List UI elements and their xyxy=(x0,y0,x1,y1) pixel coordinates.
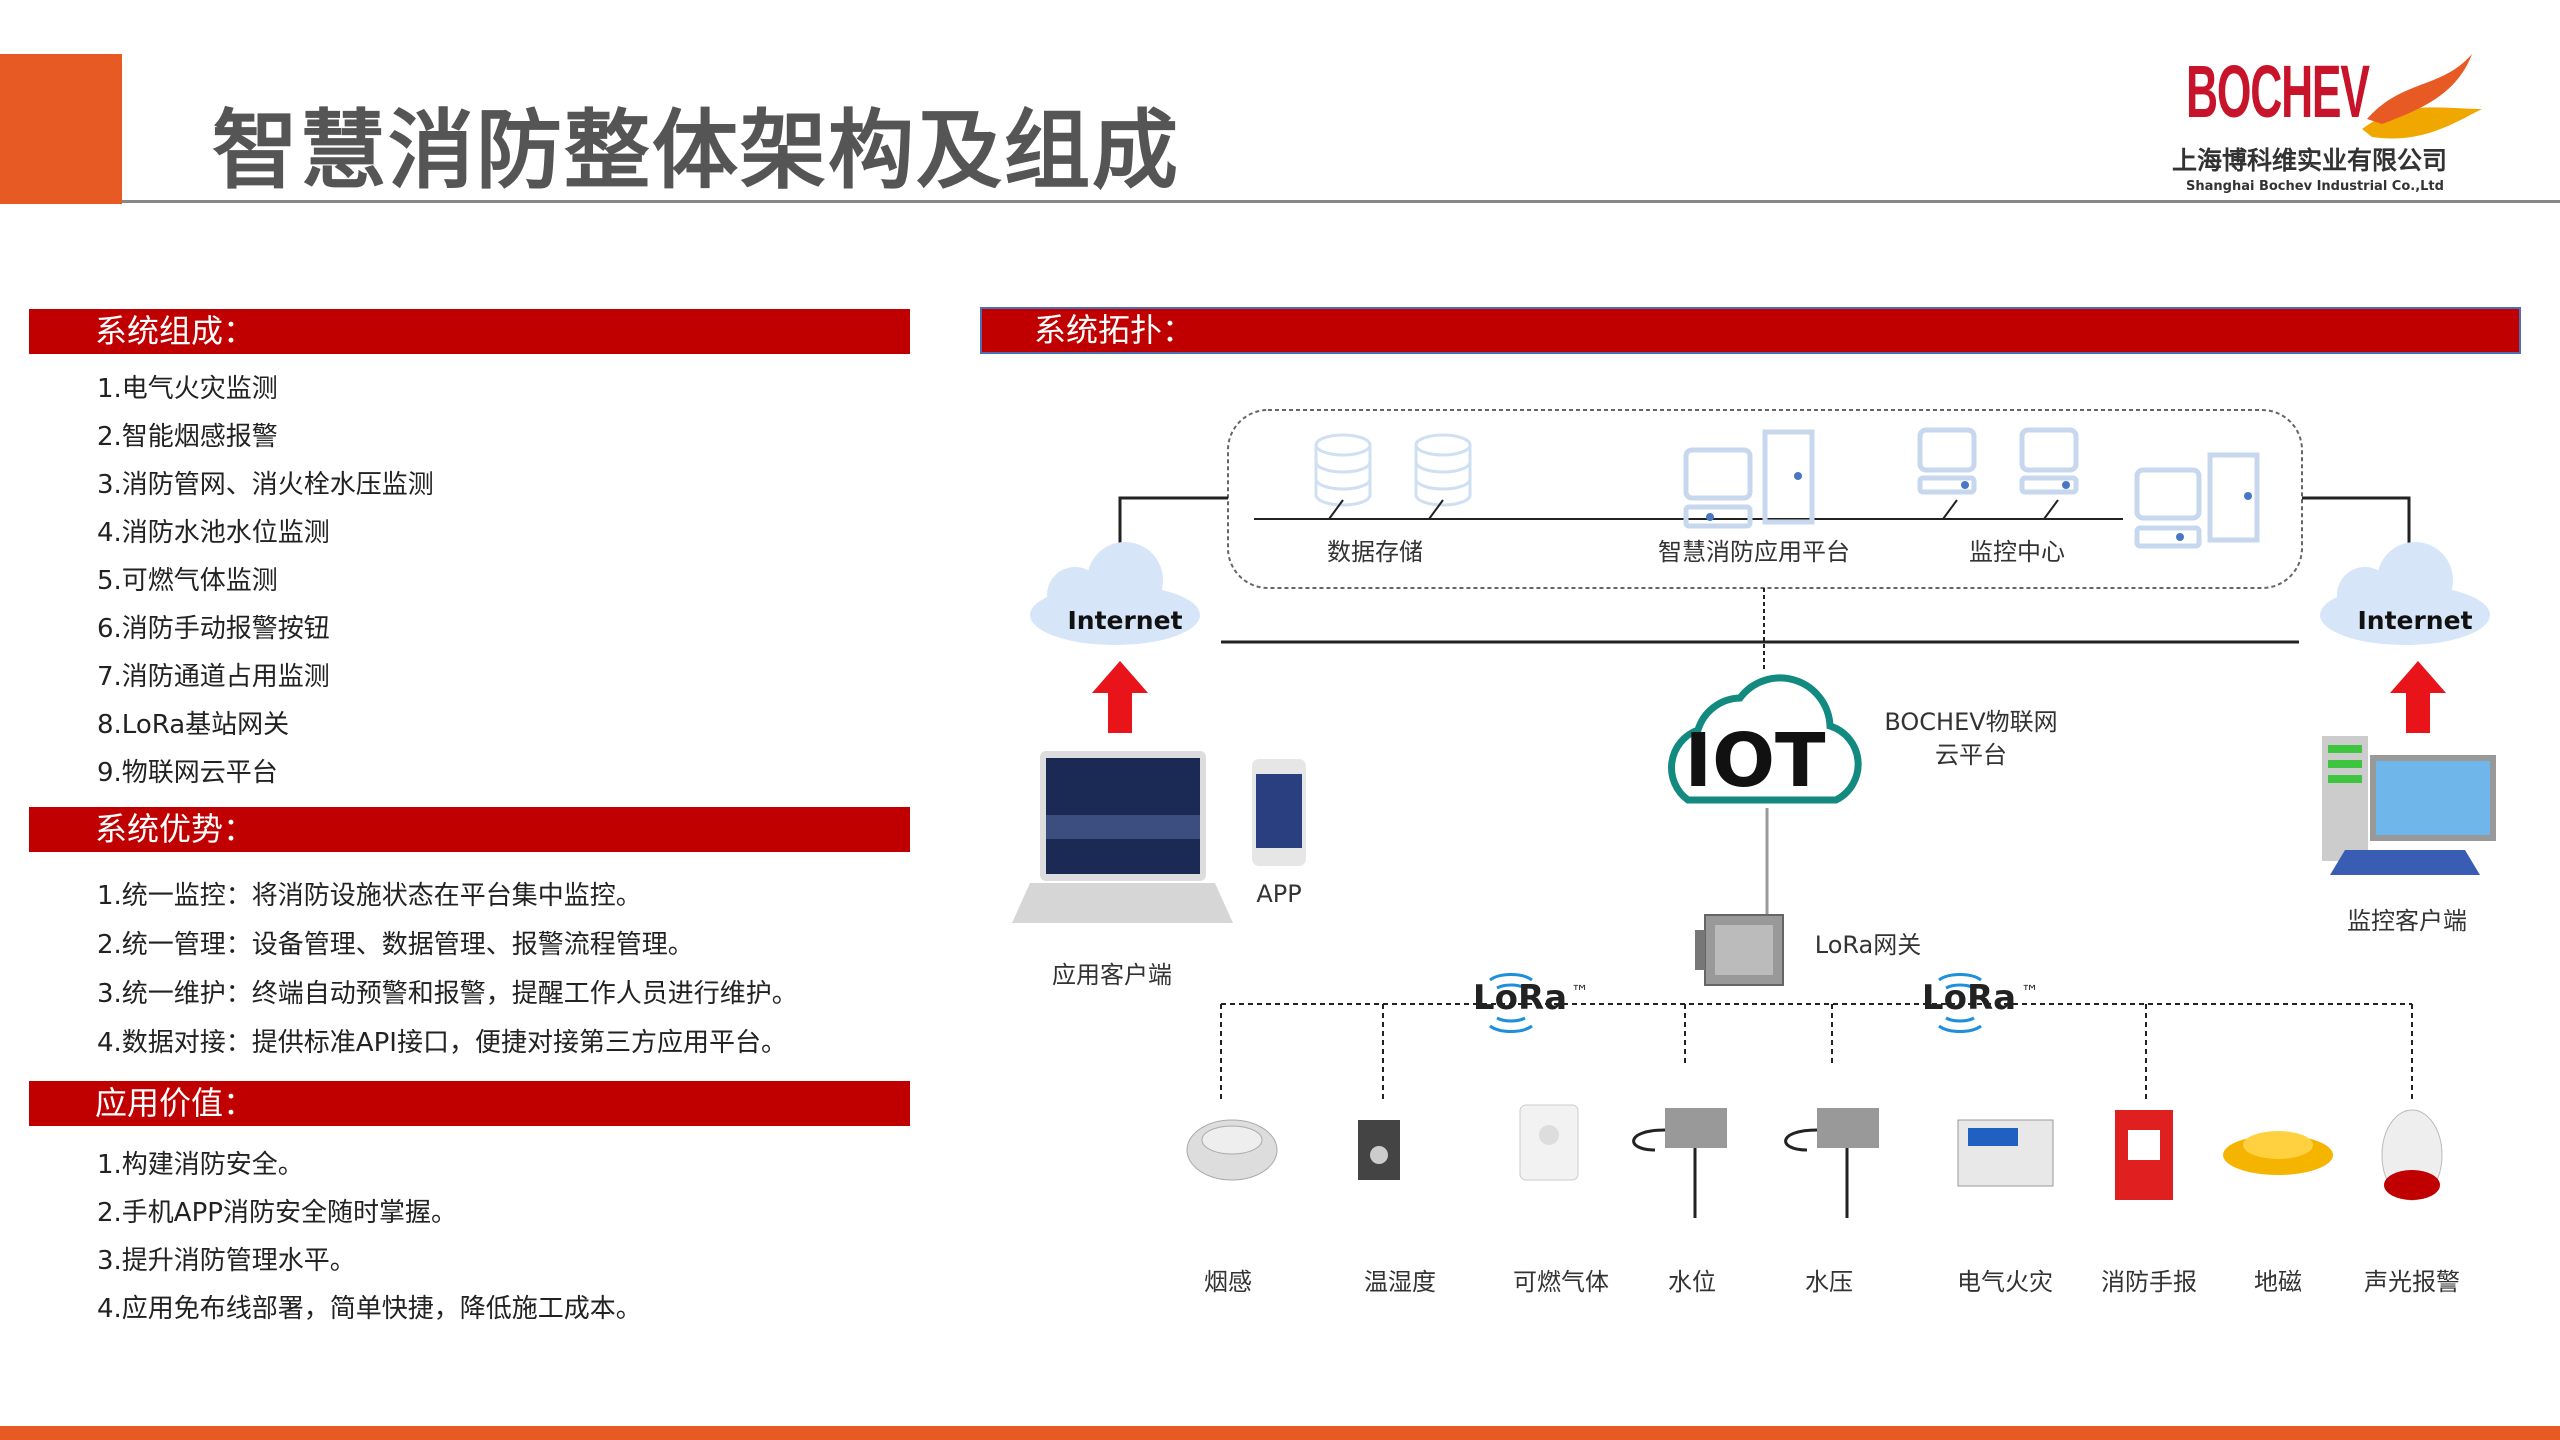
accent-block xyxy=(0,54,122,204)
list-item: 2.手机APP消防安全随时掌握。 xyxy=(97,1198,457,1228)
lora-logo-right: LoRa xyxy=(1921,978,2017,1018)
list-item: 4.应用免布线部署，简单快捷，降低施工成本。 xyxy=(97,1294,642,1324)
sensor-icons xyxy=(1186,1104,2443,1218)
sensor-label: 消防手报 xyxy=(2101,1268,2197,1296)
internet-label-right: Internet xyxy=(2357,606,2473,635)
flame-icon xyxy=(2362,54,2482,139)
app-client-label: 应用客户端 xyxy=(1052,961,1172,989)
iot-platform-label-2: 云平台 xyxy=(1935,741,2007,769)
list-item: 8.LoRa基站网关 xyxy=(97,710,290,740)
phone-icon xyxy=(1252,759,1306,866)
company-logo: BOCHEV 上海博科维实业有限公司 Shanghai Bochev Indus… xyxy=(2172,49,2492,199)
computer-icon xyxy=(2322,736,2496,875)
list-item: 5.可燃气体监测 xyxy=(97,566,278,596)
section-advantages-header: 系统优势： xyxy=(29,807,910,852)
logo-en: Shanghai Bochev Industrial Co.,Ltd xyxy=(2186,179,2444,194)
sensor-label: 水压 xyxy=(1805,1268,1853,1296)
sensor-label: 声光报警 xyxy=(2364,1268,2460,1296)
server-group-frame xyxy=(1227,409,2303,589)
internet-label-left: Internet xyxy=(1067,606,1183,635)
list-item: 4.数据对接：提供标准API接口，便捷对接第三方应用平台。 xyxy=(97,1028,787,1058)
sensor-label: 水位 xyxy=(1668,1268,1716,1296)
lora-tm-right: ™ xyxy=(2021,982,2039,1003)
server-icon xyxy=(1683,427,2260,549)
list-item: 1.统一监控：将消防设施状态在平台集中监控。 xyxy=(97,881,642,911)
iot-platform-label-1: BOCHEV物联网 xyxy=(1884,708,2058,736)
lora-tm-left: ™ xyxy=(1571,982,1589,1003)
sensor-label: 温湿度 xyxy=(1364,1268,1436,1296)
laptop-icon xyxy=(1012,751,1233,923)
monitor-center-label: 监控中心 xyxy=(1969,538,2065,566)
list-item: 3.消防管网、消火栓水压监测 xyxy=(97,470,434,500)
list-item: 4.消防水池水位监测 xyxy=(97,518,330,548)
lora-gateway-icon xyxy=(1695,914,1784,986)
list-item: 2.智能烟感报警 xyxy=(97,422,278,452)
app-label: APP xyxy=(1256,880,1302,908)
page-title: 智慧消防整体架构及组成 xyxy=(212,101,1180,201)
logo-brand: BOCHEV xyxy=(2186,50,2370,133)
data-storage-label: 数据存储 xyxy=(1327,538,1423,566)
iot-label: IOT xyxy=(1684,718,1826,804)
divider xyxy=(122,200,2560,203)
section-composition-header: 系统组成： xyxy=(29,309,910,354)
lora-logo-left: LoRa xyxy=(1472,978,1568,1018)
platform-label: 智慧消防应用平台 xyxy=(1658,538,1850,566)
sensor-label: 电气火灾 xyxy=(1957,1268,2053,1296)
monitor-client-label: 监控客户端 xyxy=(2347,907,2467,935)
cloud-icon xyxy=(1030,542,2490,645)
arrow-up-icon xyxy=(1092,661,2446,733)
list-item: 6.消防手动报警按钮 xyxy=(97,614,330,644)
section-topology-header: 系统拓扑： xyxy=(980,307,2521,354)
lora-wave-icon xyxy=(1489,973,1982,1033)
list-item: 1.构建消防安全。 xyxy=(97,1150,304,1180)
footer-bar xyxy=(0,1426,2560,1440)
iot-cloud-icon xyxy=(1668,674,1862,804)
list-item: 1.电气火灾监测 xyxy=(97,374,278,404)
section-value-header: 应用价值： xyxy=(29,1081,910,1126)
sensor-label: 可燃气体 xyxy=(1513,1268,1609,1296)
logo-cn: 上海博科维实业有限公司 xyxy=(2172,146,2448,175)
gateway-label: LoRa网关 xyxy=(1814,931,1922,959)
list-item: 2.统一管理：设备管理、数据管理、报警流程管理。 xyxy=(97,930,694,960)
list-item: 3.统一维护：终端自动预警和报警，提醒工作人员进行维护。 xyxy=(97,979,798,1009)
list-item: 9.物联网云平台 xyxy=(97,758,278,788)
database-icon xyxy=(1314,433,1472,507)
list-item: 3.提升消防管理水平。 xyxy=(97,1246,356,1276)
list-item: 7.消防通道占用监测 xyxy=(97,662,330,692)
sensor-label: 地磁 xyxy=(2254,1268,2302,1296)
sensor-label: 烟感 xyxy=(1204,1268,1252,1296)
